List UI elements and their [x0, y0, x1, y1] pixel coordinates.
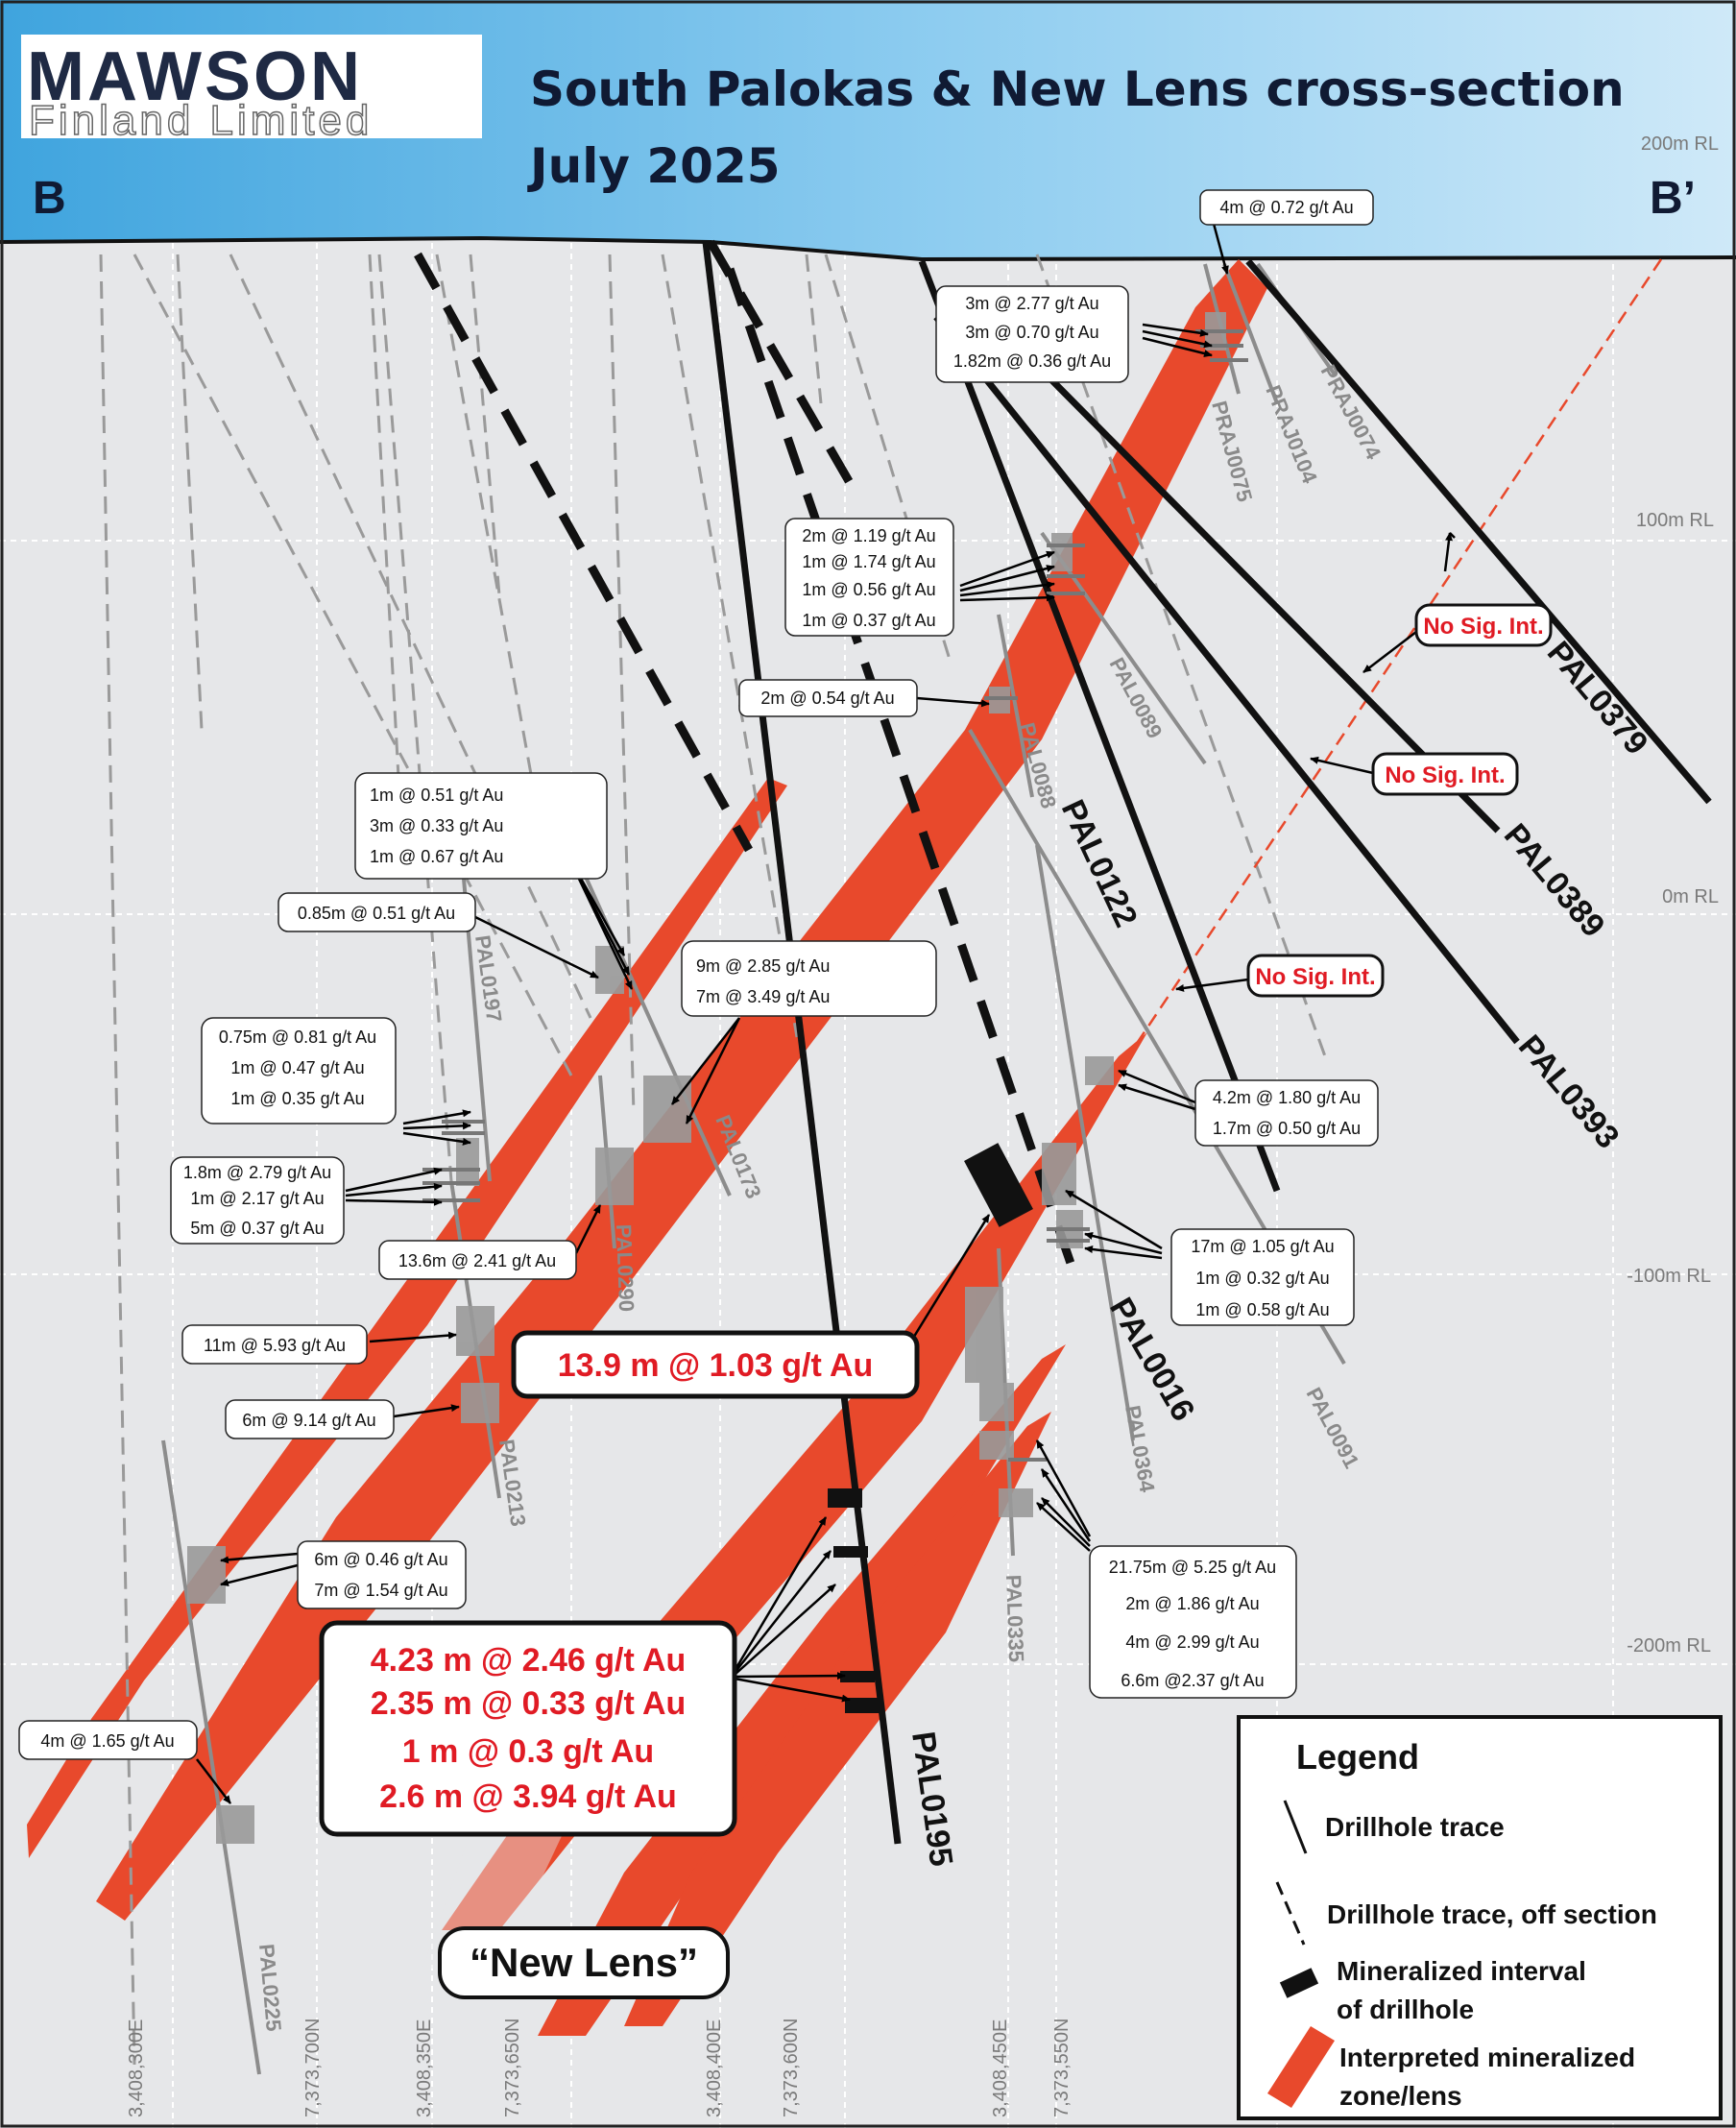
- intercept-label: 0.75m @ 0.81 g/t Au: [219, 1028, 376, 1047]
- coord-label: 7,373,700N: [302, 2019, 324, 2117]
- rl-label: 100m RL: [1636, 510, 1714, 531]
- intercept-label: 3m @ 0.70 g/t Au: [965, 323, 1098, 342]
- legend-dashed-trace-swatch: [1275, 1881, 1306, 1946]
- callout-arrows: [196, 208, 1456, 1804]
- intercept-label: 6m @ 0.46 g/t Au: [314, 1550, 447, 1569]
- intercept-label: 4m @ 2.99 g/t Au: [1125, 1632, 1259, 1652]
- intercept-label: 1m @ 0.37 g/t Au: [802, 611, 935, 630]
- intercept-label: 1m @ 0.56 g/t Au: [802, 580, 935, 599]
- intercept-label: 1m @ 0.58 g/t Au: [1195, 1300, 1329, 1319]
- intercept-label: 7m @ 3.49 g/t Au: [696, 987, 830, 1006]
- logo-sub: Finland Limited: [29, 97, 373, 144]
- section-end-label: B’: [1650, 173, 1696, 224]
- intercept-label: 1.7m @ 0.50 g/t Au: [1213, 1119, 1361, 1138]
- intercept-label: 1.8m @ 2.79 g/t Au: [183, 1163, 331, 1182]
- legend-item: zone/lens: [1339, 2081, 1462, 2111]
- pal0195-highlight: 4.23 m @ 2.46 g/t Au: [371, 1642, 687, 1679]
- coord-label: 3,408,400E: [704, 2019, 725, 2117]
- intercept-label: 3m @ 0.33 g/t Au: [370, 816, 503, 835]
- coord-label: 3,408,350E: [414, 2019, 435, 2117]
- intercept-label: 6.6m @2.37 g/t Au: [1121, 1671, 1264, 1690]
- intercept-label: 0.85m @ 0.51 g/t Au: [298, 904, 455, 923]
- legend-item: Interpreted mineralized: [1339, 2043, 1635, 2072]
- title-line-2: July 2025: [527, 138, 781, 194]
- legend-solid-trace-swatch: [1283, 1800, 1308, 1854]
- legend-lens-swatch: [1267, 2026, 1335, 2108]
- rl-label: 0m RL: [1662, 886, 1719, 907]
- legend-interval-swatch: [1279, 1968, 1319, 1998]
- lens-lower-c: [624, 1412, 1051, 2026]
- legend-title: Legend: [1296, 1737, 1419, 1777]
- rl-labels: 200m RL 100m RL 0m RL -100m RL -200m RL: [1627, 133, 1719, 1656]
- hole-label-pal0335: PAL0335: [1001, 1574, 1028, 1662]
- title-line-1: South Palokas & New Lens cross-section: [530, 61, 1625, 117]
- section-start-label: B: [33, 173, 66, 224]
- coord-labels: 3,408,300E 7,373,700N 3,408,350E 7,373,6…: [126, 2019, 1073, 2117]
- intercept-label: 17m @ 1.05 g/t Au: [1191, 1237, 1334, 1256]
- rl-label: -100m RL: [1627, 1266, 1711, 1287]
- intercept-label: 21.75m @ 5.25 g/t Au: [1109, 1558, 1276, 1577]
- pal0195-highlight: 1 m @ 0.3 g/t Au: [402, 1733, 654, 1770]
- intercept-label: 13.6m @ 2.41 g/t Au: [398, 1251, 556, 1270]
- lens-upper-main: [96, 259, 1267, 1921]
- red-dashed-projection: [1136, 258, 1663, 1043]
- new-lens-label: “New Lens”: [470, 1940, 698, 1985]
- coord-label: 3,408,450E: [990, 2019, 1011, 2117]
- no-sig-label: No Sig. Int.: [1385, 762, 1505, 788]
- rl-label: -200m RL: [1627, 1635, 1711, 1656]
- intercept-label: 1m @ 0.51 g/t Au: [370, 786, 503, 805]
- rl-label: 200m RL: [1641, 133, 1719, 155]
- intercept-label: 1.82m @ 0.36 g/t Au: [953, 351, 1111, 371]
- no-sig-label: No Sig. Int.: [1255, 964, 1375, 990]
- intercept-label: 5m @ 0.37 g/t Au: [190, 1219, 324, 1238]
- no-sig-callouts: No Sig. Int. No Sig. Int. No Sig. Int.: [1246, 603, 1553, 998]
- intercept-label: 4m @ 1.65 g/t Au: [40, 1731, 174, 1751]
- intercept-boxes: 4m @ 0.72 g/t Au 3m @ 2.77 g/t Au 3m @ 0…: [18, 189, 1379, 1760]
- intercept-label: 2m @ 1.86 g/t Au: [1125, 1594, 1259, 1613]
- intercept-label: 1m @ 0.35 g/t Au: [230, 1089, 364, 1108]
- intercept-label: 9m @ 2.85 g/t Au: [696, 956, 830, 976]
- intercept-label: 7m @ 1.54 g/t Au: [314, 1581, 447, 1600]
- new-lens-box: [438, 1926, 730, 1999]
- legend: Legend Drillhole trace Drillhole trace, …: [1237, 1715, 1723, 2120]
- logo-main: MAWSON: [27, 38, 363, 115]
- black-drillholes: [414, 239, 1712, 1845]
- coord-label: 3,408,300E: [126, 2019, 147, 2117]
- intercept-label: 1m @ 2.17 g/t Au: [190, 1189, 324, 1208]
- pal0195-highlight: 2.35 m @ 0.33 g/t Au: [371, 1685, 687, 1722]
- intercept-label: 1m @ 0.47 g/t Au: [230, 1058, 364, 1077]
- intercept-label: 4m @ 0.72 g/t Au: [1219, 198, 1353, 217]
- intercept-label: 2m @ 1.19 g/t Au: [802, 526, 935, 545]
- intercept-label: 1m @ 0.32 g/t Au: [1195, 1269, 1329, 1288]
- no-sig-label: No Sig. Int.: [1423, 614, 1543, 640]
- legend-item: Drillhole trace, off section: [1327, 1899, 1657, 1929]
- logo-box: [21, 35, 482, 138]
- coord-label: 7,373,650N: [502, 2019, 523, 2117]
- legend-item: Mineralized interval: [1337, 1956, 1586, 1986]
- intercept-label: 4.2m @ 1.80 g/t Au: [1213, 1088, 1361, 1107]
- intercept-label: 11m @ 5.93 g/t Au: [204, 1336, 346, 1355]
- pal0016-highlight: 13.9 m @ 1.03 g/t Au: [558, 1347, 874, 1384]
- intercept-label: 1m @ 1.74 g/t Au: [802, 552, 935, 571]
- coord-label: 7,373,550N: [1051, 2019, 1073, 2117]
- pal0195-highlight: 2.6 m @ 3.94 g/t Au: [379, 1778, 677, 1815]
- intercept-label: 1m @ 0.67 g/t Au: [370, 847, 503, 866]
- hole-label-pal0290: PAL0290: [612, 1223, 639, 1312]
- legend-item: Drillhole trace: [1325, 1812, 1505, 1842]
- interval-ticks: [422, 329, 1248, 1462]
- highlight-boxes: 13.9 m @ 1.03 g/t Au 4.23 m @ 2.46 g/t A…: [319, 1330, 920, 1837]
- coord-label: 7,373,600N: [781, 2019, 802, 2117]
- intercept-label: 6m @ 9.14 g/t Au: [242, 1411, 375, 1430]
- legend-item: of drillhole: [1337, 1995, 1474, 2024]
- intercept-label: 3m @ 2.77 g/t Au: [965, 294, 1098, 313]
- intercept-label: 2m @ 0.54 g/t Au: [760, 689, 894, 708]
